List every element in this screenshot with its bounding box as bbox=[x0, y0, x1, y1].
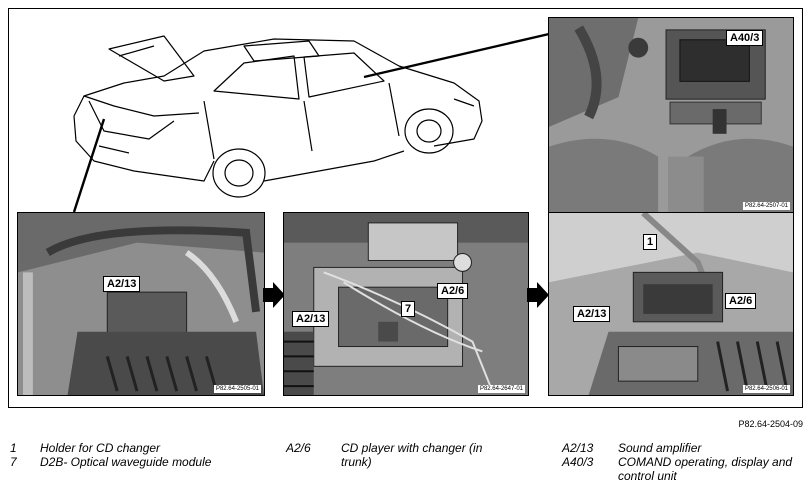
callout-a2-13: A2/13 bbox=[292, 311, 330, 327]
callout-1: 1 bbox=[643, 234, 658, 250]
legend-key: A2/6 bbox=[286, 441, 311, 455]
callout-a2-6: A2/6 bbox=[725, 293, 757, 309]
legend: 1 Holder for CD changer 7 D2B- Optical w… bbox=[8, 441, 803, 487]
arrow-right-icon bbox=[263, 282, 285, 308]
photo-code: P82.64-2506-01 bbox=[742, 385, 790, 393]
arrow-right-icon bbox=[527, 282, 549, 308]
legend-text: Sound amplifier bbox=[618, 441, 702, 455]
photo-trunk-amplifier: A2/13 P82.64-2505-01 bbox=[17, 212, 265, 396]
legend-text: CD player with changer (in trunk) bbox=[341, 441, 483, 469]
car-illustration bbox=[54, 21, 494, 211]
legend-text: COMAND operating, display and control un… bbox=[618, 455, 793, 483]
cd-changer-holder-image bbox=[549, 213, 793, 395]
callout-a2-6: A2/6 bbox=[437, 283, 469, 299]
callout-a2-13: A2/13 bbox=[573, 306, 611, 322]
legend-key: A2/13 bbox=[562, 441, 594, 455]
legend-key: 1 bbox=[10, 441, 17, 455]
photo-dashboard: A40/3 P82.64-2507-01 bbox=[548, 17, 794, 213]
car-drawing bbox=[73, 35, 483, 198]
photo-cd-player: A2/6 A2/13 7 P82.64-2647-01 bbox=[283, 212, 529, 396]
legend-text: D2B- Optical waveguide module bbox=[40, 455, 212, 469]
callout-7: 7 bbox=[401, 301, 416, 317]
callout-a40-3: A40/3 bbox=[726, 30, 764, 46]
trunk-amplifier-image bbox=[18, 213, 264, 395]
figure-code: P82.64-2504-09 bbox=[738, 419, 803, 429]
dashboard-image bbox=[549, 18, 793, 212]
callout-a2-13: A2/13 bbox=[103, 276, 141, 292]
legend-key: A40/3 bbox=[562, 455, 594, 469]
photo-code: P82.64-2505-01 bbox=[213, 385, 261, 393]
legend-text: Holder for CD changer bbox=[40, 441, 161, 455]
legend-key: 7 bbox=[10, 455, 17, 469]
photo-cd-changer-holder: 1 A2/6 A2/13 P82.64-2506-01 bbox=[548, 212, 794, 396]
figure-frame: A40/3 P82.64-2507-01 A2/13 P82.64-2505-0… bbox=[8, 8, 803, 408]
photo-code: P82.64-2647-01 bbox=[477, 385, 525, 393]
photo-code: P82.64-2507-01 bbox=[742, 202, 790, 210]
